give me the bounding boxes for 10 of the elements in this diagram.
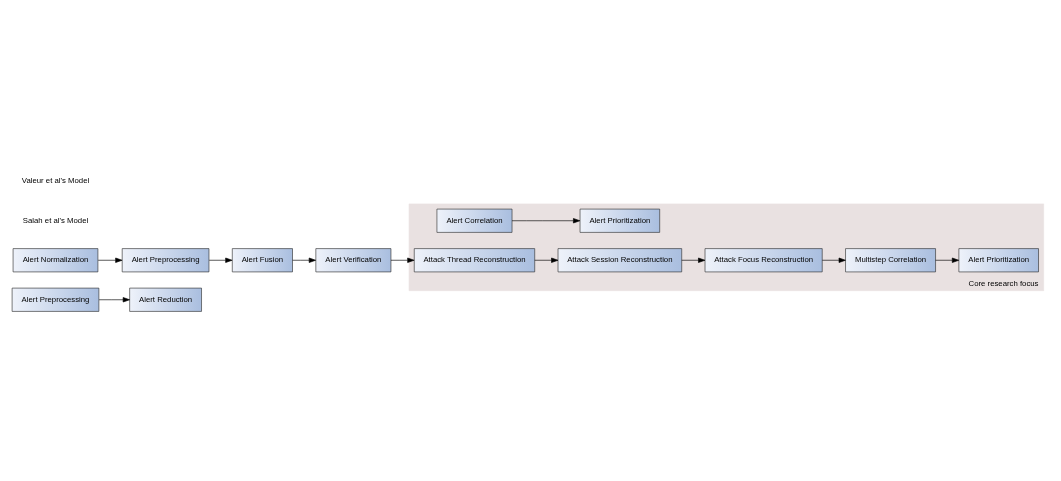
arrow: [97, 257, 123, 263]
arrow: [935, 257, 960, 263]
arrow: [511, 218, 581, 224]
arrow: [292, 257, 316, 263]
arrow: [208, 257, 233, 263]
arrow: [390, 257, 415, 263]
arrow: [681, 257, 706, 263]
arrow: [822, 257, 846, 263]
arrow: [534, 257, 559, 263]
arrow: [98, 297, 130, 303]
